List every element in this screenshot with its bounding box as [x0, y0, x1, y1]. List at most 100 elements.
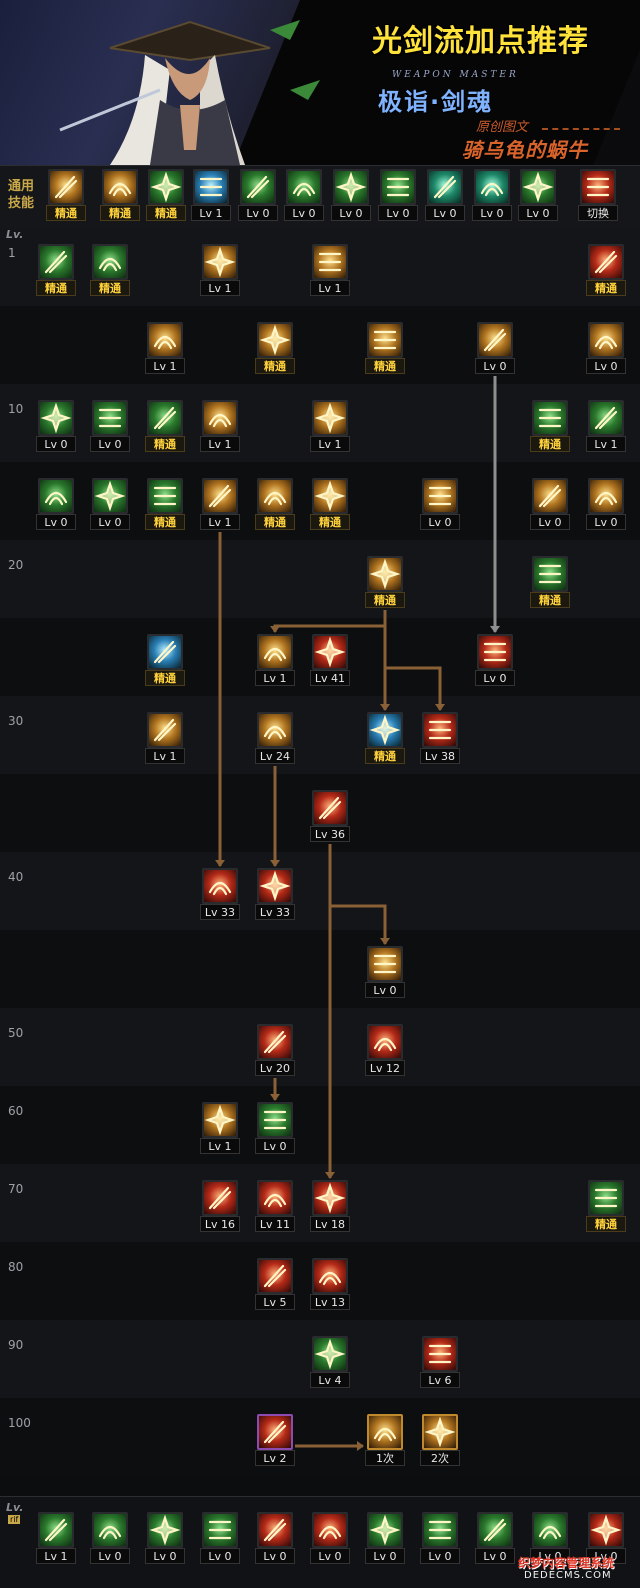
skill-icon[interactable] [588, 322, 624, 358]
skill-icon[interactable] [257, 322, 293, 358]
skill-slot[interactable]: 精通 [586, 1180, 626, 1234]
skill-slot[interactable]: Lv 1 [200, 478, 240, 532]
skill-icon[interactable] [312, 1258, 348, 1294]
skill-slot[interactable]: 精通 [145, 634, 185, 688]
skill-slot[interactable]: Lv 2 [255, 1414, 295, 1468]
skill-slot[interactable]: Lv 0 [238, 169, 278, 223]
skill-icon[interactable] [92, 400, 128, 436]
skill-slot[interactable]: 精通 [145, 400, 185, 454]
skill-icon[interactable] [532, 1512, 568, 1548]
skill-slot[interactable]: 精通 [365, 712, 405, 766]
skill-icon[interactable] [477, 322, 513, 358]
skill-slot[interactable]: 精通 [365, 322, 405, 376]
skill-slot[interactable]: Lv 1 [145, 322, 185, 376]
skill-slot[interactable]: Lv 0 [586, 322, 626, 376]
skill-slot[interactable]: Lv 0 [586, 478, 626, 532]
skill-icon[interactable] [588, 400, 624, 436]
skill-icon[interactable] [312, 1512, 348, 1548]
skill-slot[interactable]: 精通 [255, 478, 295, 532]
skill-slot[interactable]: Lv 12 [365, 1024, 405, 1078]
skill-slot[interactable]: Lv 1 [200, 400, 240, 454]
skill-icon[interactable] [202, 868, 238, 904]
skill-icon[interactable] [367, 1024, 403, 1060]
skill-slot[interactable]: Lv 1 [255, 634, 295, 688]
skill-icon[interactable] [312, 634, 348, 670]
skill-icon[interactable] [147, 478, 183, 514]
skill-slot[interactable]: Lv 20 [255, 1024, 295, 1078]
skill-slot[interactable]: Lv 0 [200, 1512, 240, 1566]
skill-slot[interactable]: Lv 0 [331, 169, 371, 223]
skill-slot[interactable]: 精通 [46, 169, 86, 223]
skill-icon[interactable] [367, 712, 403, 748]
skill-icon[interactable] [588, 1180, 624, 1216]
skill-icon[interactable] [147, 712, 183, 748]
skill-slot[interactable]: Lv 0 [36, 400, 76, 454]
skill-icon[interactable] [312, 1336, 348, 1372]
skill-icon[interactable] [193, 169, 229, 205]
skill-icon[interactable] [48, 169, 84, 205]
skill-slot[interactable]: Lv 0 [365, 946, 405, 1000]
skill-icon[interactable] [532, 400, 568, 436]
skill-slot[interactable]: 精通 [365, 556, 405, 610]
skill-icon[interactable] [312, 478, 348, 514]
skill-icon[interactable] [202, 400, 238, 436]
skill-icon[interactable] [532, 556, 568, 592]
skill-icon[interactable] [102, 169, 138, 205]
skill-icon[interactable] [380, 169, 416, 205]
skill-icon[interactable] [422, 712, 458, 748]
skill-slot[interactable]: Lv 33 [200, 868, 240, 922]
skill-slot[interactable]: Lv 0 [420, 1512, 460, 1566]
skill-slot[interactable]: Lv 0 [475, 322, 515, 376]
skill-icon[interactable] [257, 712, 293, 748]
skill-icon[interactable] [92, 1512, 128, 1548]
skill-icon[interactable] [257, 1102, 293, 1138]
skill-icon[interactable] [202, 244, 238, 280]
skill-icon[interactable] [38, 244, 74, 280]
skill-slot[interactable]: Lv 24 [255, 712, 295, 766]
skill-slot[interactable]: Lv 16 [200, 1180, 240, 1234]
skill-slot[interactable]: Lv 0 [518, 169, 558, 223]
skill-slot[interactable]: 精通 [255, 322, 295, 376]
skill-icon[interactable] [588, 1512, 624, 1548]
skill-icon[interactable] [147, 634, 183, 670]
skill-slot[interactable]: 精通 [530, 400, 570, 454]
skill-slot[interactable]: Lv 0 [420, 478, 460, 532]
skill-icon[interactable] [92, 244, 128, 280]
skill-slot[interactable]: 精通 [36, 244, 76, 298]
skill-icon[interactable] [202, 1512, 238, 1548]
skill-icon[interactable] [367, 946, 403, 982]
skill-icon[interactable] [422, 1512, 458, 1548]
skill-slot[interactable]: Lv 0 [365, 1512, 405, 1566]
skill-icon[interactable] [367, 1414, 403, 1450]
skill-slot[interactable]: Lv 33 [255, 868, 295, 922]
skill-icon[interactable] [257, 1180, 293, 1216]
skill-slot[interactable]: Lv 0 [378, 169, 418, 223]
skill-slot[interactable]: Lv 18 [310, 1180, 350, 1234]
skill-slot[interactable]: Lv 0 [425, 169, 465, 223]
skill-slot[interactable]: Lv 41 [310, 634, 350, 688]
skill-slot[interactable]: 精通 [145, 478, 185, 532]
skill-icon[interactable] [367, 556, 403, 592]
skill-slot[interactable]: Lv 4 [310, 1336, 350, 1390]
skill-icon[interactable] [38, 1512, 74, 1548]
skill-slot[interactable]: Lv 5 [255, 1258, 295, 1312]
skill-slot[interactable]: 精通 [530, 556, 570, 610]
skill-slot[interactable]: Lv 1 [191, 169, 231, 223]
skill-slot[interactable]: Lv 0 [530, 478, 570, 532]
skill-icon[interactable] [257, 1512, 293, 1548]
skill-slot[interactable]: Lv 0 [90, 1512, 130, 1566]
skill-slot[interactable]: 精通 [146, 169, 186, 223]
skill-icon[interactable] [147, 322, 183, 358]
skill-icon[interactable] [148, 169, 184, 205]
skill-slot[interactable]: Lv 1 [310, 400, 350, 454]
skill-icon[interactable] [147, 1512, 183, 1548]
skill-icon[interactable] [333, 169, 369, 205]
skill-icon[interactable] [422, 1336, 458, 1372]
skill-icon[interactable] [312, 1180, 348, 1216]
skill-slot[interactable]: Lv 6 [420, 1336, 460, 1390]
skill-slot[interactable]: 精通 [100, 169, 140, 223]
skill-slot[interactable]: Lv 13 [310, 1258, 350, 1312]
skill-icon[interactable] [257, 478, 293, 514]
skill-slot[interactable]: Lv 1 [310, 244, 350, 298]
skill-slot[interactable]: 切换 [578, 169, 618, 223]
